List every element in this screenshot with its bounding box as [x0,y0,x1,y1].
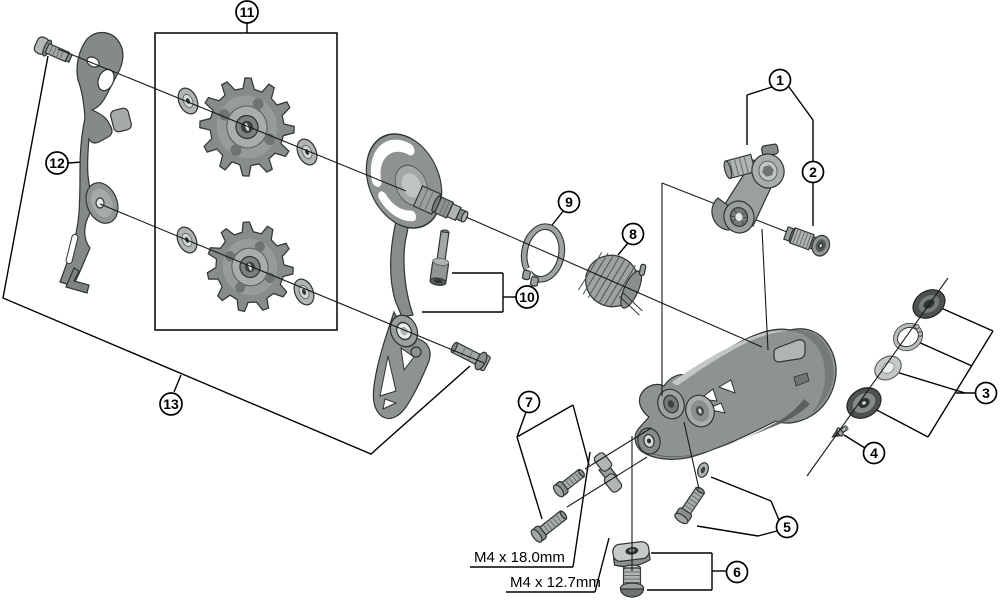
outer-cage-plate [365,133,469,420]
dim-upper-leader [572,451,591,568]
tension-pulley [206,221,294,313]
inner-cage-plate [59,32,132,294]
tension-spring [577,252,647,316]
callout-4-stub [843,434,866,449]
callout-13-stub [173,374,182,393]
dim-label-lower: M4 x 12.7mm [510,574,601,591]
guide-pulley [199,77,295,177]
callout-6: 6 [725,560,749,584]
callout-13: 13 [159,392,183,416]
callout-8-stub [617,242,629,256]
svg-text:10: 10 [519,289,535,305]
callout-7: 7 [517,390,541,414]
callout-5: 5 [775,515,799,539]
mount-washer [697,462,709,478]
dim-label-upper: M4 x 18.0mm [474,549,565,566]
pulley-washer-4 [293,278,315,306]
svg-text:13: 13 [163,396,179,412]
b-axle-washer [874,355,902,381]
pulley-washer-1 [177,87,199,115]
svg-text:8: 8 [629,226,637,242]
bracket-bolt [783,226,831,257]
svg-text:1: 1 [776,72,784,88]
cage-pivot-bolt [429,229,450,286]
assembly-axis-lines [57,48,949,571]
cage-bolt-upper [552,468,586,498]
svg-text:2: 2 [809,164,817,180]
svg-text:12: 12 [49,155,65,171]
callout-1: 1 [768,68,792,92]
pulley-washer-2 [296,138,318,166]
callout-12: 12 [45,151,69,175]
callout-8: 8 [621,222,645,246]
dim-lower-leader [594,537,610,593]
cage-fixing-bolt [33,36,73,63]
plate-stopper-bolt [450,341,491,372]
b-axle-bushing [846,387,882,419]
mount-bolt [674,486,706,525]
callout-3: 3 [974,381,998,405]
callout-2: 2 [801,160,825,184]
callout-10: 10 [515,285,539,309]
leader-lines [2,23,994,593]
bracket-13 [2,55,471,455]
b-axle-circlip [893,322,923,352]
svg-text:11: 11 [240,4,255,20]
cage-bolt-lower [530,510,568,543]
t-nut [612,541,651,568]
svg-text:7: 7 [525,394,533,410]
svg-text:4: 4 [870,445,878,461]
snap-ring [507,223,566,289]
svg-text:3: 3 [982,385,990,401]
spacer-link [593,452,623,493]
bracket-axle-unit [711,143,785,234]
callout-11: 11 [235,0,259,24]
stopper-pin [831,425,849,438]
callout-9: 9 [557,190,581,214]
svg-text:9: 9 [565,194,573,210]
derailleur-body [634,328,837,460]
bracket-box-11 [154,32,338,331]
svg-text:5: 5 [783,519,791,535]
svg-text:6: 6 [733,564,741,580]
callout-4: 4 [862,441,886,465]
